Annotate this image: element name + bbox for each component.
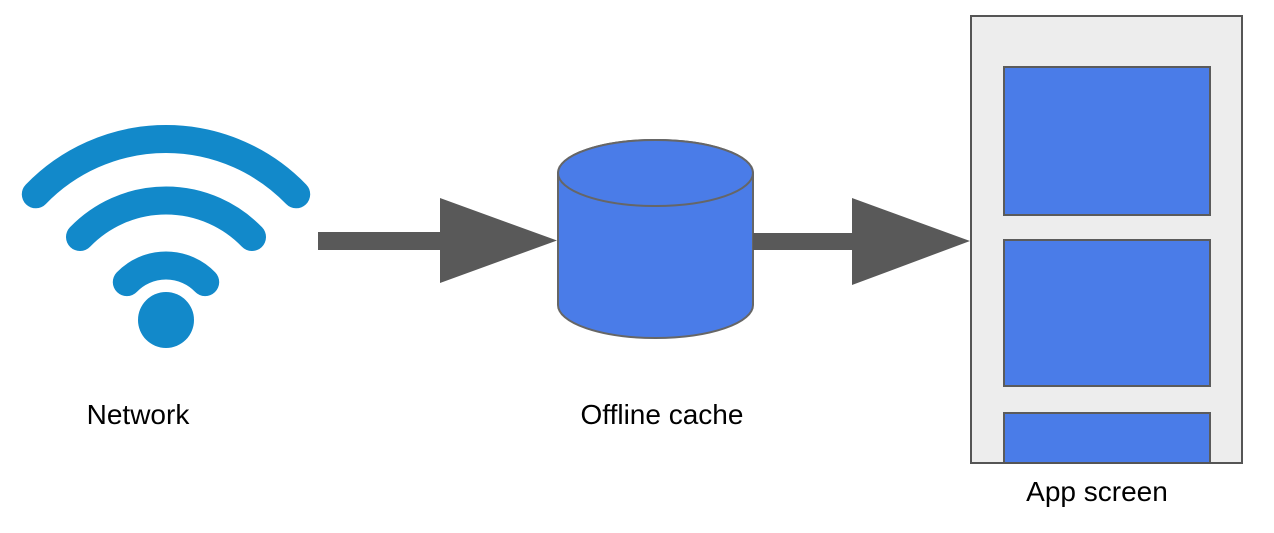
app-content-block	[1003, 66, 1211, 216]
wifi-arc-inner	[112, 251, 220, 297]
app-content-block	[1003, 412, 1211, 462]
wifi-dot	[138, 292, 194, 348]
wifi-arc-middle	[66, 186, 266, 251]
arrow-network-to-cache	[318, 198, 557, 283]
wifi-icon	[21, 125, 311, 348]
app-screen-panel	[970, 15, 1243, 464]
cylinder-top	[557, 139, 754, 207]
cylinder-icon	[557, 139, 754, 339]
app-screen-label: App screen	[1026, 476, 1168, 507]
network-label: Network	[86, 399, 190, 430]
app-content-block	[1003, 239, 1211, 387]
arrow-shape	[753, 198, 970, 285]
wifi-arc-outer	[21, 125, 311, 209]
arrow-shape	[318, 198, 557, 283]
offline-cache-label: Offline cache	[580, 399, 744, 430]
arrow-cache-to-app	[753, 198, 970, 285]
